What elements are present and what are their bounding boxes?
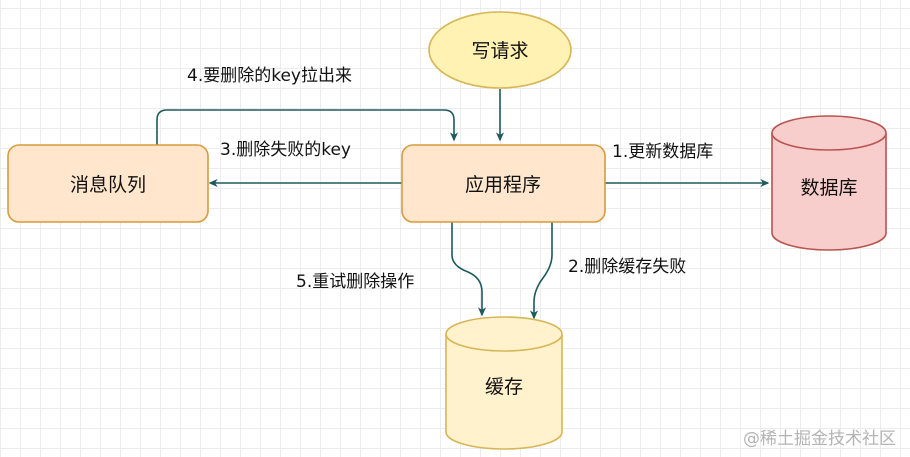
database-label: 数据库 xyxy=(800,177,857,199)
message-queue-shape xyxy=(7,144,209,223)
edge-label-retry-delete: 5.重试删除操作 xyxy=(296,272,414,292)
write-request-label: 写请求 xyxy=(471,40,528,62)
app-shape xyxy=(401,144,606,223)
cache-body xyxy=(445,334,563,450)
node-database: 数据库 xyxy=(771,115,887,251)
node-message-queue: 消息队列 xyxy=(7,144,209,223)
edge-label-update-db: 1.更新数据库 xyxy=(612,142,713,162)
node-cache: 缓存 xyxy=(445,316,563,450)
cache-label: 缓存 xyxy=(485,376,523,398)
message-queue-label: 消息队列 xyxy=(70,174,146,196)
edge-label-delete-failed-key: 3.删除失败的key xyxy=(220,140,351,160)
watermark-text: @稀土掘金技术社区 xyxy=(743,429,896,449)
edge-app-to-cache-failed xyxy=(529,222,553,320)
edge-label-delete-cache-failed: 2.删除缓存失败 xyxy=(568,257,686,277)
edge-app-to-cache-retry xyxy=(451,222,487,317)
database-body xyxy=(771,133,887,251)
node-app: 应用程序 xyxy=(401,144,606,223)
edge-label-pull-key: 4.要删除的key拉出来 xyxy=(187,66,352,86)
database-top xyxy=(771,115,887,151)
edges xyxy=(156,89,770,320)
node-write-request: 写请求 xyxy=(428,11,572,89)
cache-top xyxy=(445,316,563,352)
write-request-shape xyxy=(428,11,572,89)
edge-queue-to-app xyxy=(156,109,459,145)
app-label: 应用程序 xyxy=(465,174,541,196)
